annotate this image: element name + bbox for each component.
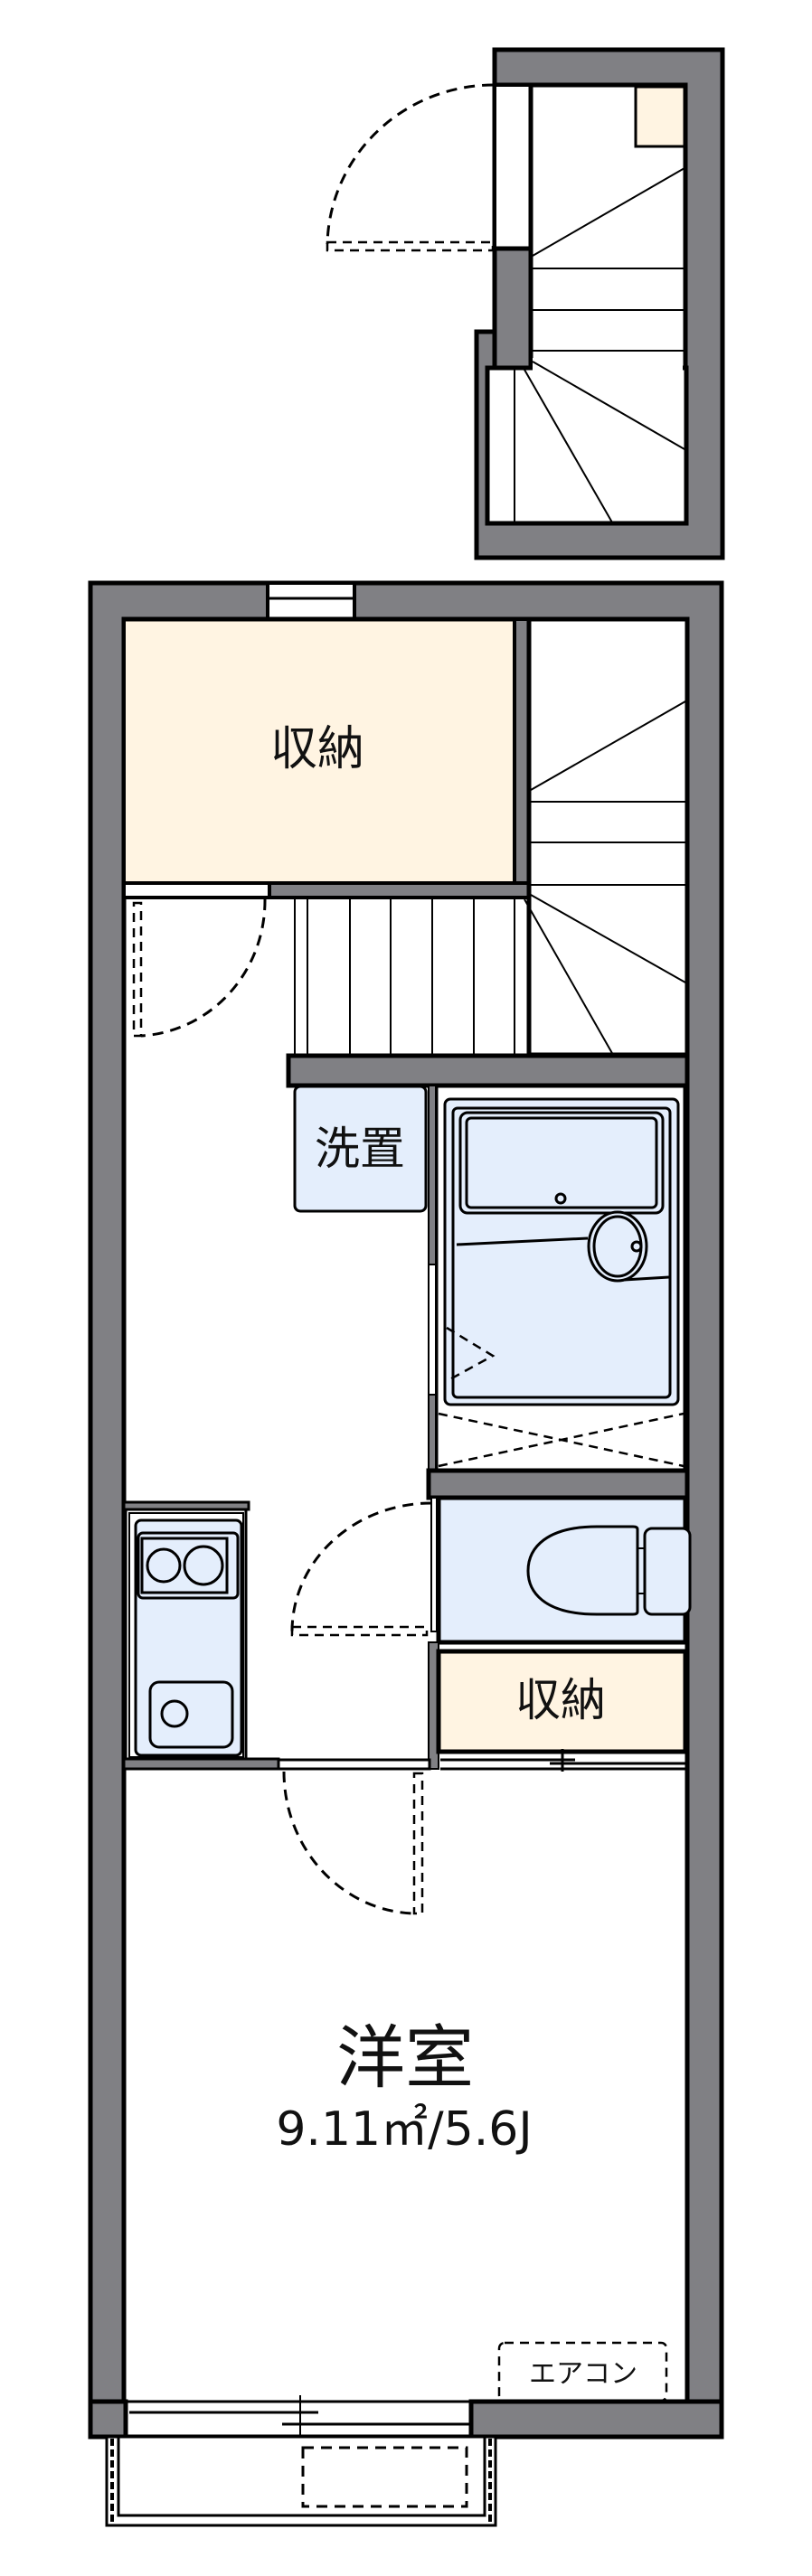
western-room: 洋室 9.11㎡/5.6J エアコン bbox=[276, 1771, 668, 2402]
toilet-tank bbox=[643, 1527, 692, 1616]
room-door-swing bbox=[282, 1771, 415, 1915]
balcony-window bbox=[88, 2395, 724, 2443]
storage-small-label: 収納 bbox=[515, 1674, 606, 1726]
top-window bbox=[266, 581, 356, 621]
washer-space-label: 洗置 bbox=[315, 1123, 405, 1175]
bathtub bbox=[458, 1111, 665, 1215]
washer-space: 洗置 bbox=[293, 1085, 428, 1213]
kitchen bbox=[122, 1500, 431, 1771]
western-room-label: 洋室 bbox=[336, 2017, 474, 2098]
aircon-label: エアコン bbox=[529, 2358, 637, 2390]
sink bbox=[148, 1680, 234, 1749]
burner-right bbox=[183, 1545, 224, 1586]
sink-drain bbox=[160, 1699, 189, 1728]
western-room-area: 9.11㎡/5.6J bbox=[276, 2102, 532, 2157]
upper-small-storage bbox=[634, 85, 686, 148]
storage-door-swing bbox=[140, 898, 267, 1038]
toilet-bowl bbox=[526, 1525, 639, 1616]
burner-left bbox=[146, 1547, 182, 1584]
storage-small: 収納 bbox=[428, 1641, 688, 1772]
unit-bath bbox=[426, 1083, 690, 1500]
toilet-door-swing bbox=[290, 1501, 432, 1632]
storage-top-label: 収納 bbox=[270, 722, 364, 776]
stove bbox=[137, 1531, 240, 1600]
upper-stairwell bbox=[326, 47, 725, 560]
upper-door-swing bbox=[326, 83, 494, 245]
outdoor-unit bbox=[301, 2446, 468, 2508]
balcony bbox=[105, 2435, 497, 2527]
toilet-room bbox=[290, 1495, 692, 1645]
